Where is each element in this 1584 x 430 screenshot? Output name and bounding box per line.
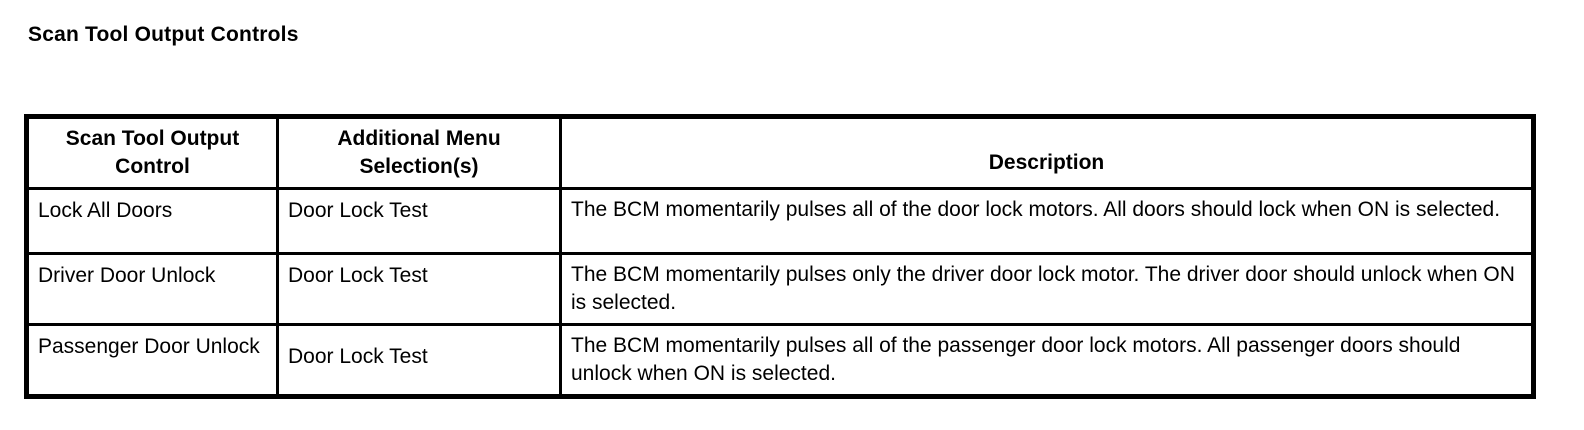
cell-description: The BCM momentarily pulses all of the do… (559, 187, 1535, 255)
cell-control-text: Driver Door Unlock (38, 264, 216, 287)
cell-menu-selection: Door Lock Test (276, 323, 562, 398)
column-header-line-1: Additional Menu (337, 127, 501, 150)
cell-menu-selection-text: Door Lock Test (288, 199, 428, 222)
column-header-label: Description (988, 151, 1105, 174)
column-header-scan-tool-output-control: Scan Tool Output Control (25, 115, 279, 190)
cell-control-text: Lock All Doors (38, 199, 173, 222)
column-header-description: Description (559, 115, 1535, 190)
column-header-line-2: Selection(s) (359, 155, 479, 178)
table-row: Lock All Doors Door Lock Test The BCM mo… (25, 187, 1535, 255)
table-body: Lock All Doors Door Lock Test The BCM mo… (25, 187, 1535, 398)
page-title: Scan Tool Output Controls (28, 23, 299, 46)
cell-description-text: The BCM momentarily pulses all of the do… (571, 198, 1501, 221)
cell-menu-selection: Door Lock Test (276, 252, 562, 326)
cell-description-text: The BCM momentarily pulses only the driv… (571, 263, 1515, 314)
cell-menu-selection-text: Door Lock Test (288, 264, 428, 287)
cell-description: The BCM momentarily pulses only the driv… (559, 252, 1535, 326)
scan-tool-output-controls-table: Scan Tool Output Control Additional Menu… (24, 114, 1536, 399)
cell-menu-selection-text: Door Lock Test (288, 345, 428, 368)
column-header-line-1: Scan Tool Output (65, 127, 240, 150)
table-header-row: Scan Tool Output Control Additional Menu… (25, 115, 1535, 190)
cell-control: Lock All Doors (25, 187, 279, 255)
table-container: Scan Tool Output Control Additional Menu… (24, 114, 1536, 399)
column-header-line-2: Control (115, 155, 190, 178)
cell-description: The BCM momentarily pulses all of the pa… (559, 323, 1535, 398)
cell-menu-selection: Door Lock Test (276, 187, 562, 255)
cell-control: Driver Door Unlock (25, 252, 279, 326)
table-row: Passenger Door Unlock Door Lock Test The… (25, 323, 1535, 398)
table-row: Driver Door Unlock Door Lock Test The BC… (25, 252, 1535, 326)
cell-control-text: Passenger Door Unlock (38, 335, 260, 358)
cell-description-text: The BCM momentarily pulses all of the pa… (571, 334, 1461, 385)
table-header: Scan Tool Output Control Additional Menu… (25, 115, 1535, 190)
cell-control: Passenger Door Unlock (25, 323, 279, 398)
column-header-additional-menu-selections: Additional Menu Selection(s) (276, 115, 562, 190)
